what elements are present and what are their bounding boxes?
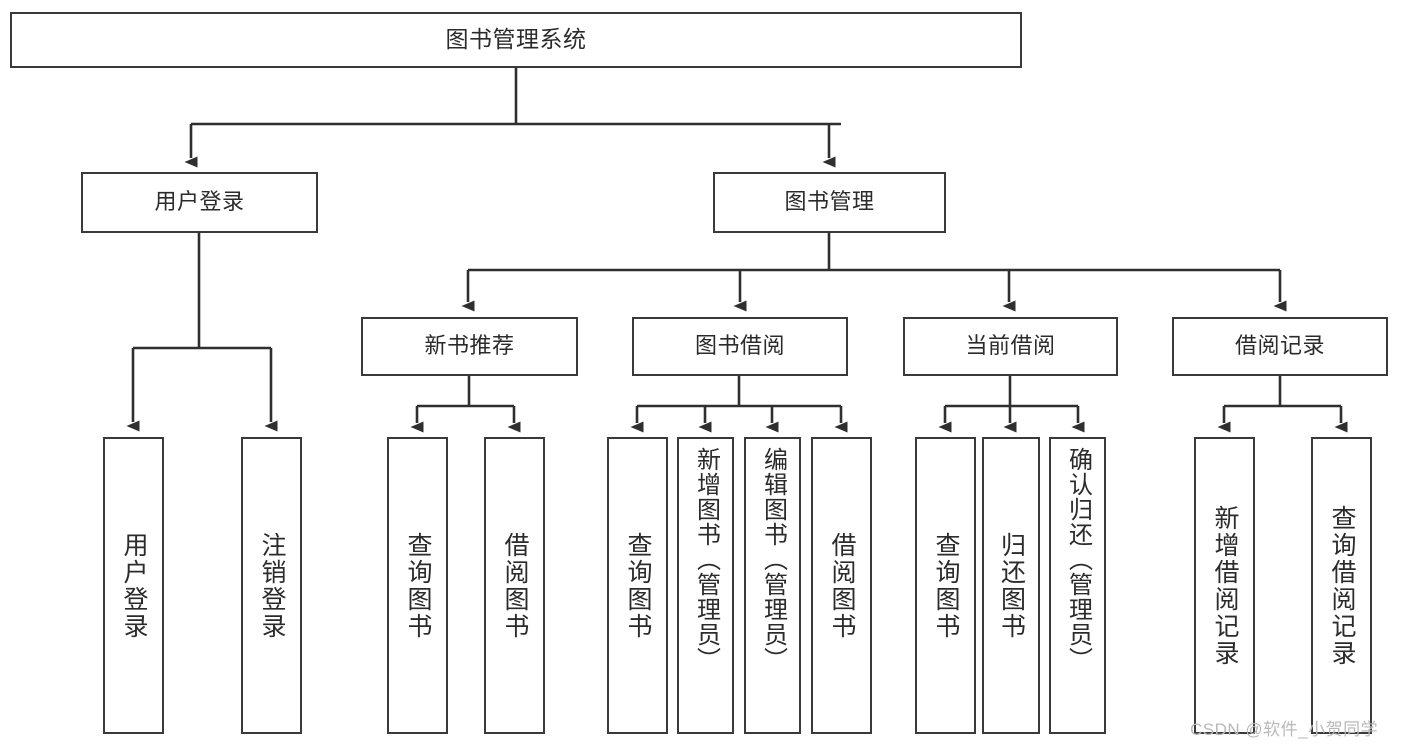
node-label: 注销登录	[258, 531, 286, 640]
node-root-book-management-system[interactable]: 图书管理系统	[10, 12, 1022, 68]
node-label: 图书管理	[784, 189, 875, 215]
node-book-borrow[interactable]: 图书借阅	[632, 317, 848, 376]
leaf-edit-book-admin[interactable]: 编辑图书（管理员）	[744, 437, 801, 734]
node-label: 归还图书	[997, 531, 1026, 640]
node-label: 借阅图书	[828, 531, 856, 640]
node-user-login[interactable]: 用户登录	[81, 172, 318, 233]
node-current-borrow[interactable]: 当前借阅	[903, 317, 1118, 376]
leaf-return-book[interactable]: 归还图书	[982, 437, 1040, 734]
leaf-borrow-book-recommend[interactable]: 借阅图书	[484, 437, 545, 734]
leaf-query-book-recommend[interactable]: 查询图书	[387, 437, 448, 734]
node-label: 借阅图书	[501, 531, 529, 640]
node-label: 编辑图书（管理员）	[759, 447, 787, 672]
node-new-book-recommend[interactable]: 新书推荐	[361, 317, 578, 376]
leaf-borrow-book[interactable]: 借阅图书	[811, 437, 872, 734]
node-label: 借阅记录	[1234, 333, 1325, 359]
watermark-text: CSDN @软件_小贺同学	[1190, 720, 1379, 739]
node-label: 用户登录	[120, 531, 148, 640]
node-book-management[interactable]: 图书管理	[713, 172, 946, 233]
leaf-add-book-admin[interactable]: 新增图书（管理员）	[677, 437, 734, 734]
node-label: 查询图书	[404, 531, 432, 640]
node-label: 图书管理系统	[445, 26, 587, 53]
node-label: 查询图书	[932, 531, 960, 640]
node-label: 新增借阅记录	[1211, 504, 1239, 667]
node-label: 新书推荐	[424, 333, 515, 359]
node-label: 查询借阅记录	[1328, 504, 1356, 667]
node-label: 图书借阅	[694, 333, 785, 359]
node-borrow-record[interactable]: 借阅记录	[1172, 317, 1388, 376]
node-label: 确认归还（管理员）	[1064, 447, 1092, 672]
node-label: 当前借阅	[965, 333, 1056, 359]
leaf-query-book-borrow[interactable]: 查询图书	[607, 437, 668, 734]
leaf-query-book-current[interactable]: 查询图书	[915, 437, 976, 734]
leaf-user-login[interactable]: 用户登录	[103, 437, 164, 734]
leaf-query-borrow-record[interactable]: 查询借阅记录	[1311, 437, 1372, 734]
node-label: 用户登录	[154, 189, 245, 215]
node-label: 查询图书	[624, 531, 652, 640]
leaf-confirm-return-admin[interactable]: 确认归还（管理员）	[1049, 437, 1106, 734]
node-label: 新增图书（管理员）	[692, 447, 720, 672]
leaf-add-borrow-record[interactable]: 新增借阅记录	[1194, 437, 1255, 734]
leaf-logout-login[interactable]: 注销登录	[241, 437, 302, 734]
